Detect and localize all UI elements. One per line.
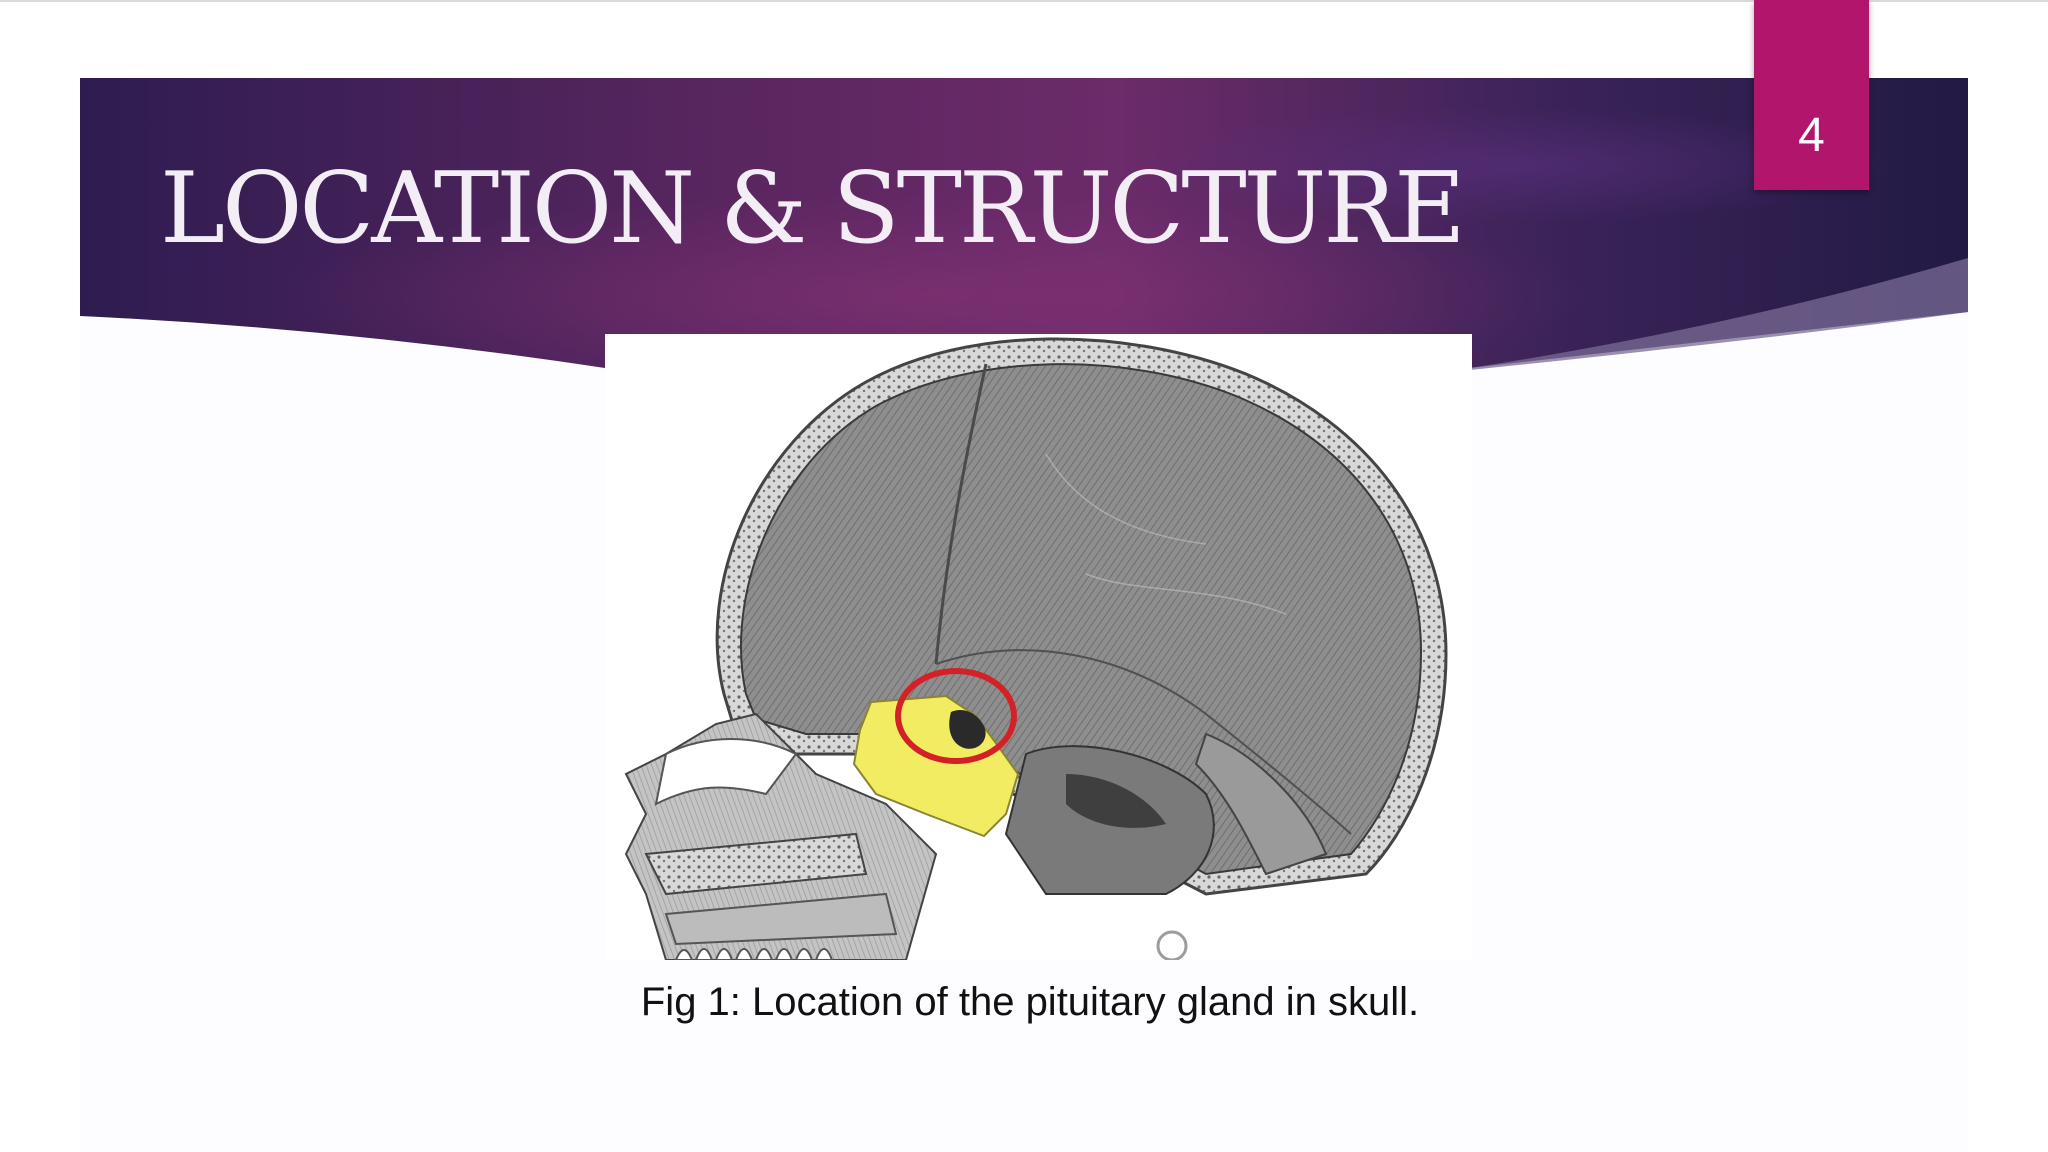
skull-figure xyxy=(606,334,1472,960)
page-number-badge: 4 xyxy=(1754,0,1869,190)
slide-title: LOCATION & STRUCTURE xyxy=(160,152,1466,266)
page-number: 4 xyxy=(1798,109,1825,162)
figure-caption: Fig 1: Location of the pituitary gland i… xyxy=(640,980,1420,1024)
title-banner xyxy=(80,78,1968,374)
top-rule xyxy=(0,0,2048,2)
